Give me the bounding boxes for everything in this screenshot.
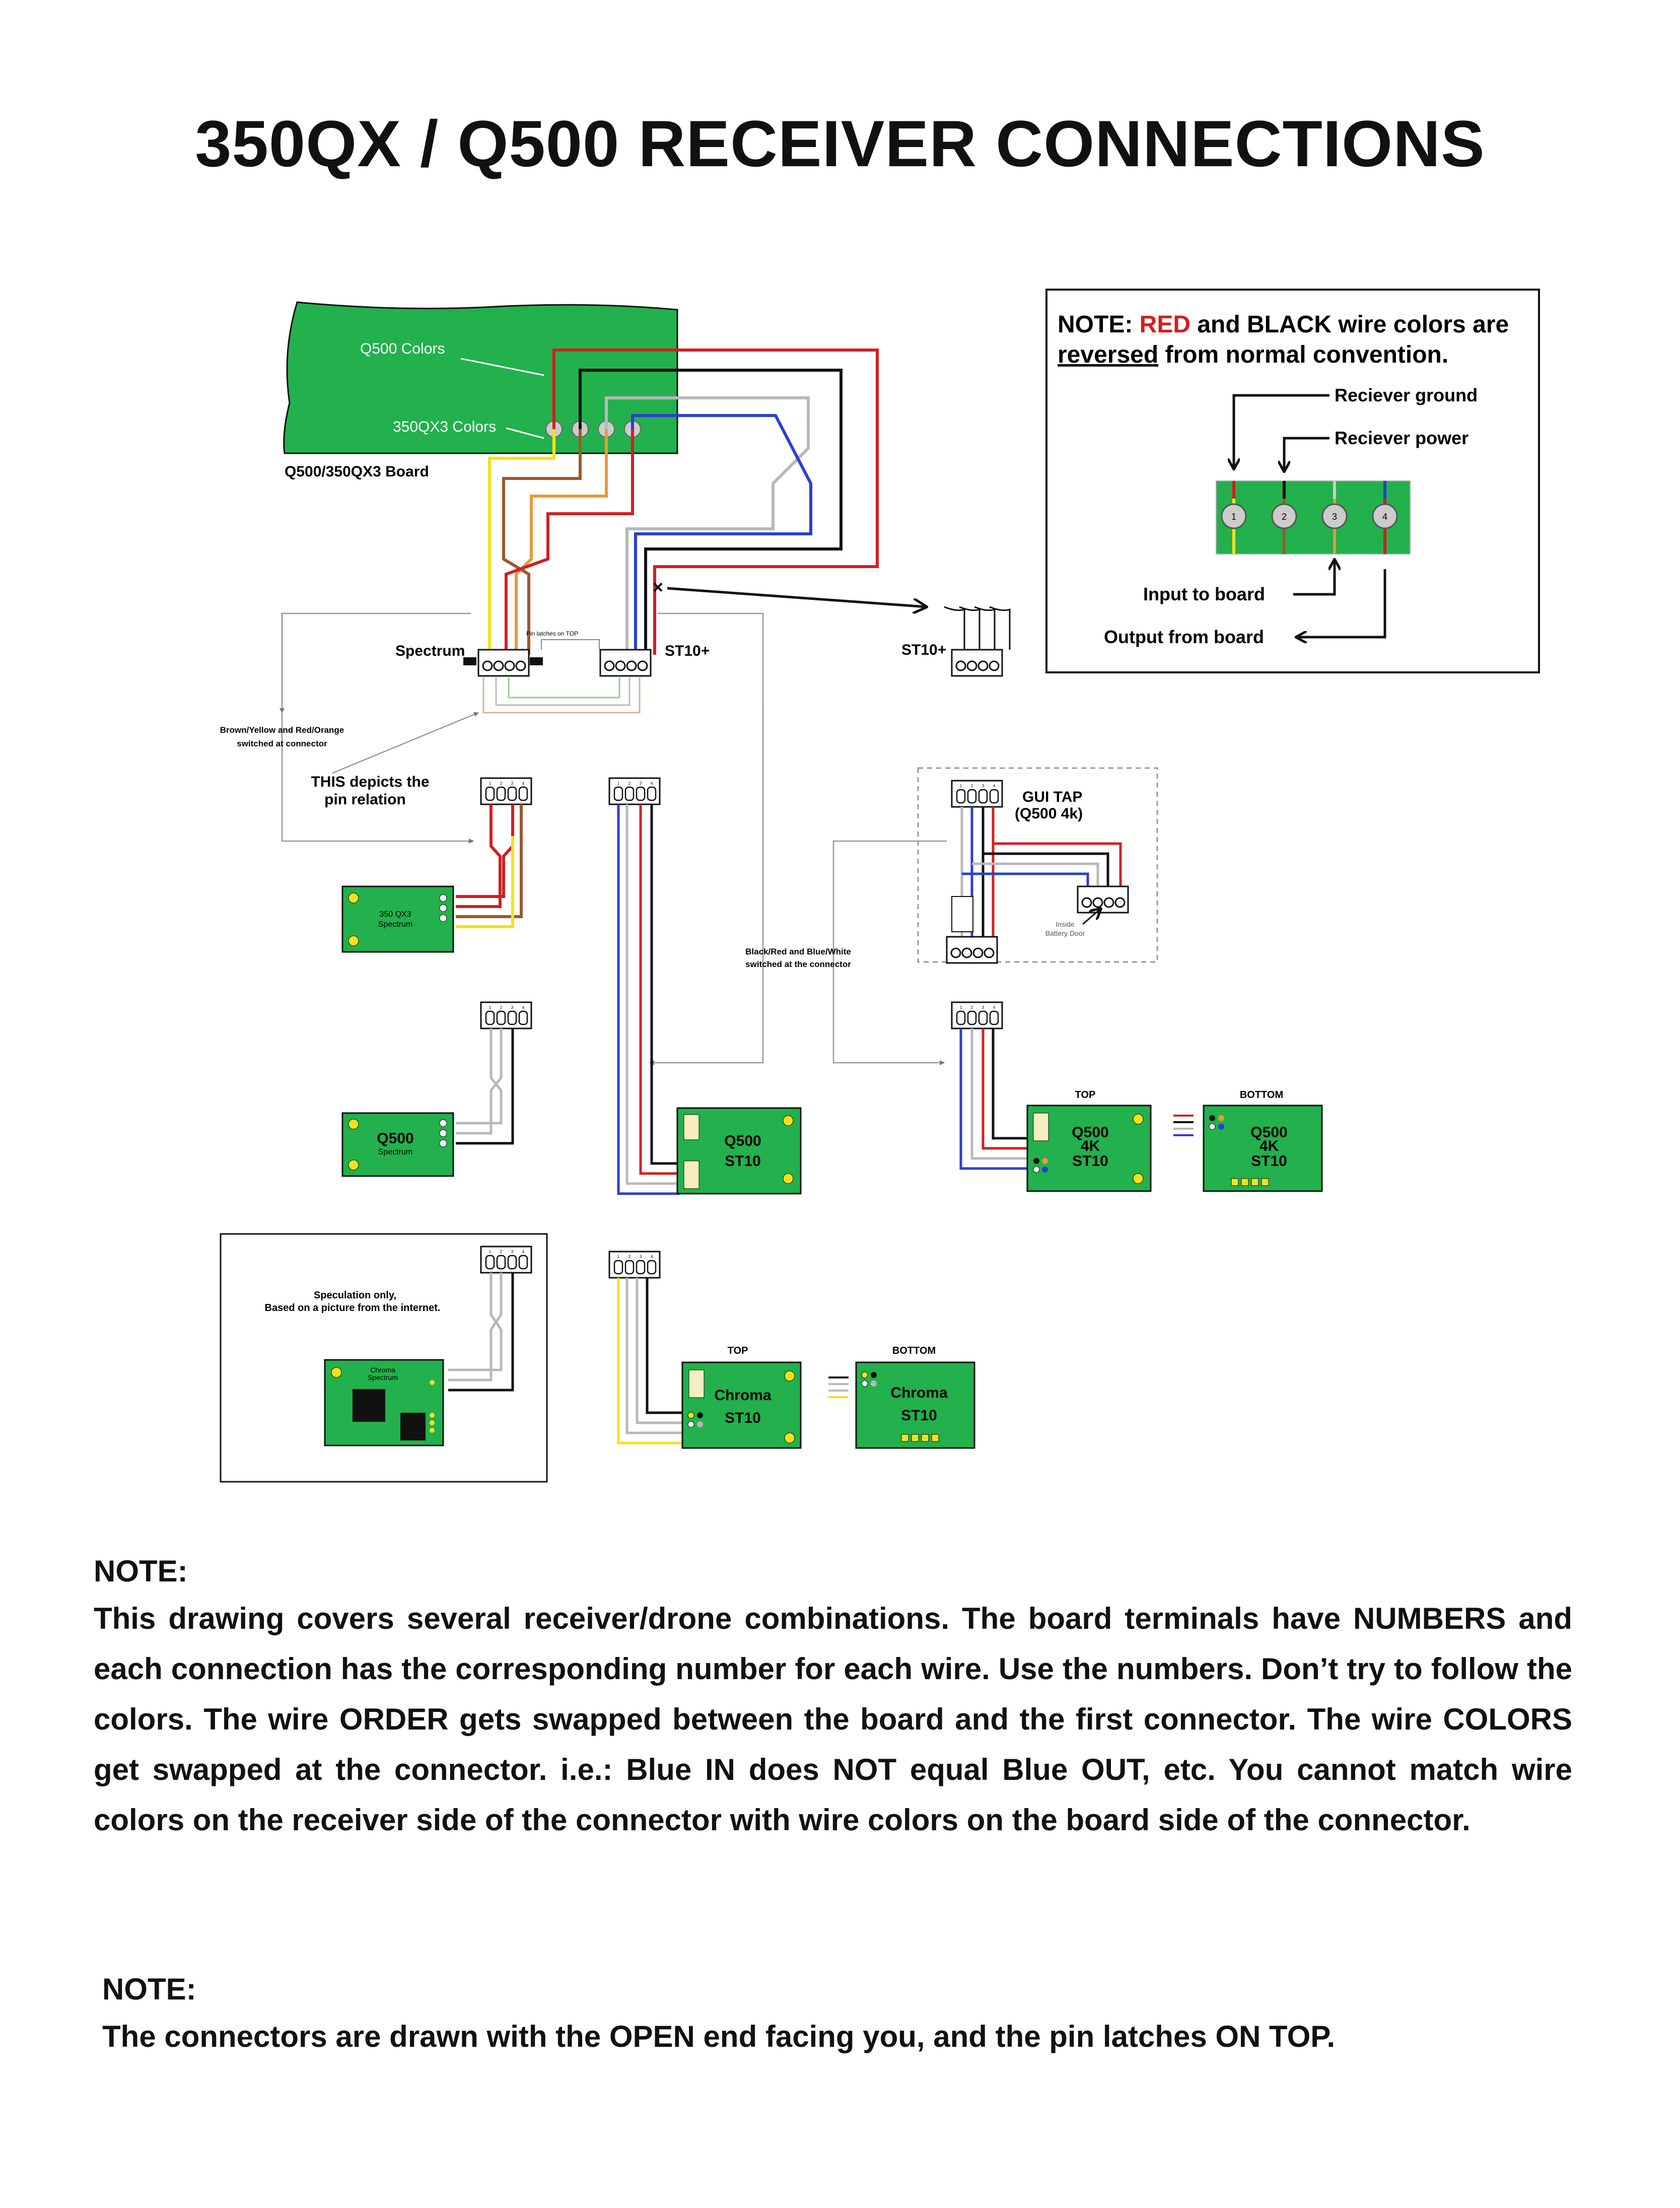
- svg-text:reversed from normal conventio: reversed from normal convention.: [1058, 341, 1448, 368]
- q500-4k-top-line2: 4K: [1081, 1138, 1100, 1154]
- brown-yellow-note-2: switched at connector: [237, 739, 327, 748]
- terminal-4: 4: [1382, 512, 1387, 522]
- receiver-ground-label: Reciever ground: [1335, 385, 1478, 405]
- q500-4k-top-line1: Q500: [1072, 1124, 1108, 1141]
- board-input-wires: [488, 429, 634, 655]
- main-board: Q500 Colors 350QX3 Colors: [283, 301, 678, 454]
- svg-text:NOTE: RED and BLACK wire color: NOTE: RED and BLACK wire colors are: [1058, 311, 1509, 338]
- input-to-board-label: Input to board: [1143, 584, 1265, 604]
- battery-door-line1: Inside: [1056, 920, 1075, 928]
- chroma-top-label: TOP: [728, 1345, 748, 1356]
- receiver-power-label: Reciever power: [1335, 428, 1468, 448]
- pin-relation-note-1: THIS depicts the: [311, 774, 429, 790]
- reversed-word: reversed: [1058, 341, 1158, 368]
- q500-colors-label: Q500 Colors: [360, 340, 445, 357]
- wiring-diagram: 1 2 3 4 Q500 Colors 350QX3 Colors Q500/3…: [220, 289, 1540, 1483]
- chroma-bottom-label: BOTTOM: [892, 1345, 936, 1356]
- note-line1-suffix: and BLACK wire colors are: [1191, 311, 1509, 338]
- q500-4k-top-receiver: Q500 4K ST10: [1026, 1105, 1152, 1192]
- speculation-line2: Based on a picture from the internet.: [265, 1302, 441, 1314]
- chroma-spectrum-line2: Spectrum: [368, 1373, 398, 1382]
- q500-4k-bottom-label: BOTTOM: [1240, 1089, 1283, 1100]
- gui-tap-line2: (Q500 4k): [1015, 805, 1083, 822]
- st10plus-connector-2: [951, 649, 1003, 677]
- qx3-spectrum-line1: 350 QX3: [379, 910, 411, 919]
- qx3-spectrum-line2: Spectrum: [378, 920, 412, 929]
- black-red-note-2: switched at the connector: [745, 959, 851, 969]
- q500-4k-bottom-line2: 4K: [1259, 1138, 1279, 1154]
- chroma-spectrum-line1: Chroma: [370, 1366, 395, 1374]
- note-1-body: This drawing covers several receiver/dro…: [94, 1602, 1572, 1837]
- chroma-st10-bottom-line1: Chroma: [890, 1385, 948, 1401]
- chroma-st10-top-line2: ST10: [725, 1410, 761, 1426]
- q500-4k-top-line3: ST10: [1072, 1153, 1108, 1169]
- note-1: NOTE: This drawing covers several receiv…: [94, 1554, 1572, 1845]
- q500-st10-line2: ST10: [725, 1153, 761, 1169]
- st10plus-label-2: ST10+: [901, 642, 946, 658]
- red-word: RED: [1140, 311, 1191, 338]
- gui-tap-line1: GUI TAP: [1022, 789, 1082, 805]
- q500-spectrum-connector: [480, 1001, 532, 1029]
- q500-st10-line1: Q500: [724, 1133, 761, 1149]
- battery-door-line2: Battery Door: [1045, 929, 1085, 937]
- qx3-spectrum-receiver: 350 QX3 Spectrum: [341, 885, 454, 953]
- brown-yellow-note-1: Brown/Yellow and Red/Orange: [220, 725, 344, 735]
- terminal-2: 2: [1282, 512, 1287, 522]
- svg-text:×: ×: [653, 577, 663, 597]
- st10plus-connector: [599, 649, 652, 677]
- output-from-board-label: Output from board: [1104, 627, 1264, 647]
- speculation-box: Speculation only, Based on a picture fro…: [220, 1233, 548, 1483]
- q500-spectrum-line1: Q500: [377, 1130, 413, 1147]
- spectrum-label: Spectrum: [395, 643, 465, 659]
- q500-4k-bottom-line3: ST10: [1251, 1153, 1287, 1169]
- terminal-3: 3: [1332, 512, 1337, 522]
- st10plus-label: ST10+: [665, 643, 710, 659]
- pointer-lines: [279, 612, 947, 1065]
- gui-tap: GUI TAP (Q500 4k) Inside Battery Door: [917, 767, 1158, 964]
- note-1-heading: NOTE:: [94, 1554, 188, 1588]
- q500-st10-connector: [608, 777, 661, 805]
- speculation-line1: Speculation only,: [314, 1290, 396, 1301]
- chroma-st10-top-receiver: Chroma ST10: [681, 1361, 802, 1449]
- q500-spectrum-line2: Spectrum: [378, 1148, 412, 1156]
- board-label: Q500/350QX3 Board: [285, 463, 429, 480]
- note-prefix: NOTE:: [1058, 311, 1140, 338]
- q500-4k-connector: [951, 1001, 1003, 1029]
- board-output-wires: [552, 349, 879, 655]
- chroma-st10-connector: [608, 1251, 661, 1279]
- note-2-body: The connectors are drawn with the OPEN e…: [102, 2020, 1336, 2053]
- q500-4k-top-label: TOP: [1075, 1089, 1096, 1100]
- q500-spectrum-receiver: Q500 Spectrum: [341, 1112, 454, 1177]
- note-2: NOTE: The connectors are drawn with the …: [102, 1972, 1588, 2062]
- pin-relation-note-2: pin relation: [324, 791, 406, 808]
- black-red-note-1: Black/Red and Blue/White: [745, 947, 851, 956]
- q500-4k-bottom-line1: Q500: [1250, 1124, 1287, 1141]
- note-2-heading: NOTE:: [102, 1972, 196, 2006]
- chroma-st10-bottom-receiver: Chroma ST10: [855, 1361, 975, 1449]
- note-line2-suffix: from normal convention.: [1158, 341, 1448, 368]
- terminal-1: 1: [1231, 512, 1236, 522]
- spectrum-connector: [477, 649, 530, 677]
- q500-st10-receiver: Q500 ST10: [676, 1107, 802, 1195]
- qx3-spectrum-connector: [480, 777, 532, 805]
- q500-4k-bottom-receiver: Q500 4K ST10: [1203, 1105, 1323, 1192]
- pin-latches-label: Pin latches on TOP: [526, 630, 578, 637]
- wire-color-note-box: NOTE: RED and BLACK wire colors are reve…: [1045, 289, 1540, 673]
- qx3-colors-label: 350QX3 Colors: [393, 419, 496, 435]
- page-title: 350QX / Q500 RECEIVER CONNECTIONS: [195, 107, 1485, 180]
- chroma-st10-bottom-line2: ST10: [901, 1407, 937, 1424]
- chroma-st10-top-line1: Chroma: [714, 1387, 772, 1404]
